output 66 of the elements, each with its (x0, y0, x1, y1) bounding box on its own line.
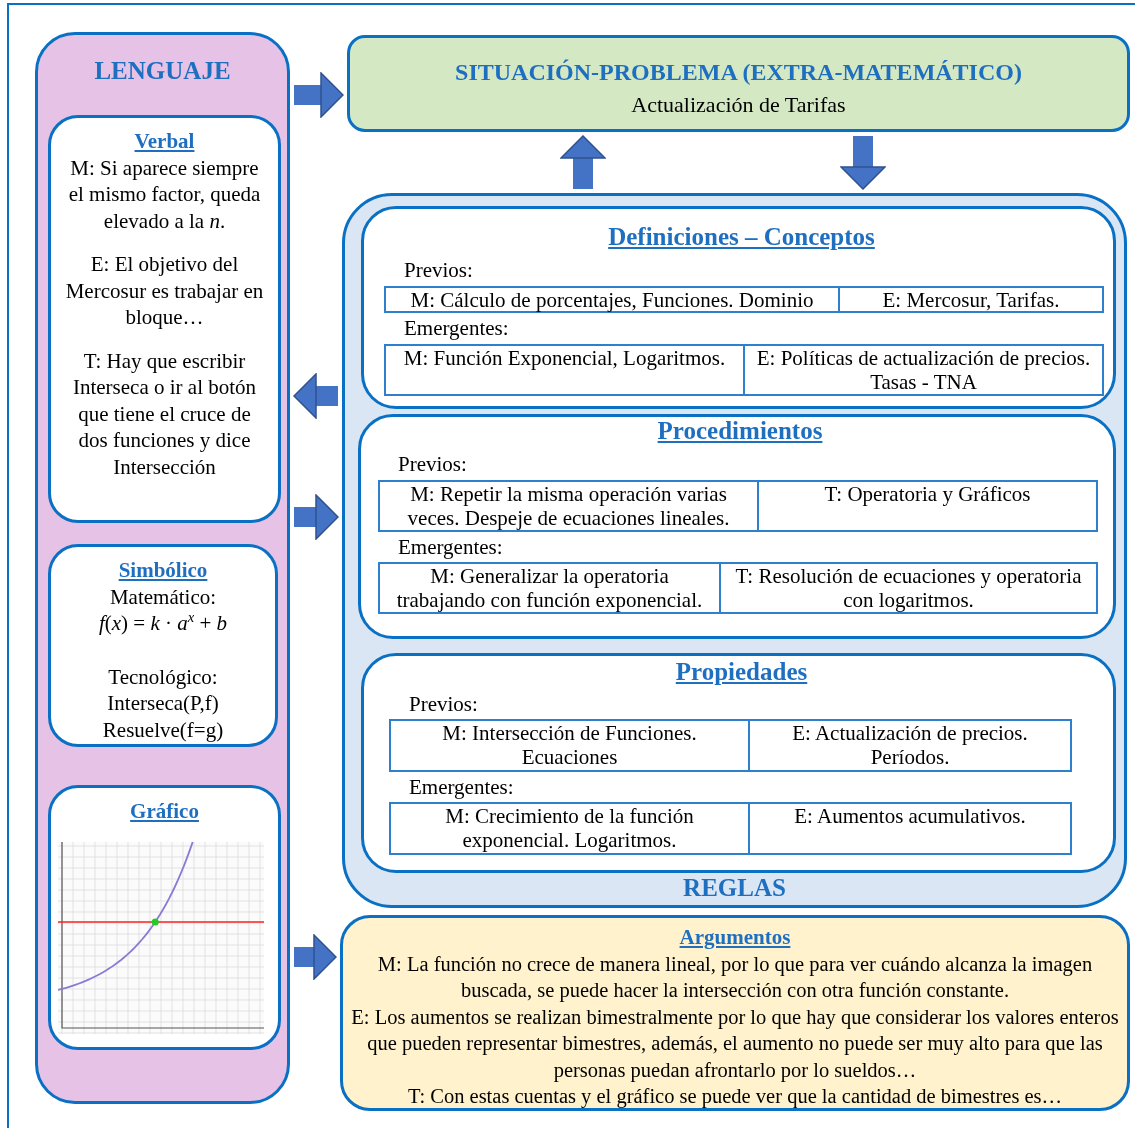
body-text: Tecnológico: (107, 663, 219, 690)
block-arrow (294, 934, 337, 980)
row-label: Previos: (398, 451, 467, 477)
row-label: Emergentes: (409, 774, 514, 800)
body-text: M: La función no crece de manera lineal, por lo que para ver cuándo alcanza la imagen buscada, se puede hacer la intersección con otra función constante. (376, 951, 1094, 1004)
problem-box (347, 35, 1130, 132)
rounded-card (358, 414, 1116, 639)
block-arrow (294, 494, 339, 540)
section-heading: Argumentos (679, 924, 791, 951)
table-cell (389, 802, 750, 855)
cell-text: M: Función Exponencial, Logaritmos. (402, 346, 727, 370)
body-text: E: Los aumentos se realizan bimestralmente por lo que hay que considerar los valores enteros que pueden representar bimestres, además, el aumento no puede ser muy alto para que las personas puedan afrontarlo por lo sueldos… (350, 1004, 1120, 1083)
box-subtitle: Actualización de Tarifas (630, 92, 847, 118)
table-cell (378, 480, 759, 532)
block-arrow (560, 135, 606, 189)
section-heading: Propiedades (674, 658, 809, 686)
block-arrow (840, 136, 886, 190)
body-text: Matemático: (108, 583, 218, 610)
rounded-card (48, 544, 278, 747)
table-cell (389, 719, 750, 772)
body-text: T: Con estas cuentas y el gráfico se puede ver que la cantidad de bimestres es… (406, 1084, 1064, 1110)
panel-heading: LENGUAJE (93, 57, 232, 85)
table-cell (748, 719, 1072, 772)
cell-text: M: Cálculo de porcentajes, Funciones. Dominio (409, 288, 815, 312)
body-text: T: Hay que escribir Interseca o ir al botón que tiene el cruce de dos funciones y dice Intersección (71, 347, 258, 480)
cell-text: E: Mercosur, Tarifas. (881, 288, 1061, 312)
body-text: E: El objetivo del Mercosur es trabajar en bloque… (65, 251, 264, 331)
cell-text: E: Políticas de actualización de precios. Tasas - TNA (755, 346, 1092, 394)
box-heading: SITUACIÓN-PROBLEMA (EXTRA-MATEMÁTICO) (454, 58, 1023, 86)
section-heading: Definiciones – Conceptos (607, 223, 876, 251)
block-arrow (294, 72, 344, 118)
rounded-card (361, 206, 1116, 409)
cell-text: T: Resolución de ecuaciones y operatoria con logaritmos. (734, 564, 1083, 612)
formula: f(x) = k · a$^{x}$ + b (97, 610, 229, 637)
rounded-card (48, 115, 281, 523)
body-text: M: Si aparece siempre el mismo factor, queda elevado a la n. (67, 154, 262, 234)
rounded-card (361, 653, 1116, 873)
block-arrow (293, 373, 338, 419)
cell-text: T: Operatoria y Gráficos (823, 482, 1032, 506)
table-cell (384, 286, 840, 313)
body-text: Resuelve(f=g) (101, 716, 225, 743)
row-label: Emergentes: (398, 534, 503, 560)
arguments-box (340, 915, 1130, 1111)
language-panel (35, 32, 290, 1104)
rules-panel (342, 193, 1127, 908)
rounded-card (48, 785, 281, 1050)
table-cell (757, 480, 1098, 532)
table-cell (838, 286, 1104, 313)
body-text: Interseca(P,f) (106, 690, 220, 717)
cell-text: E: Actualización de precios. Períodos. (791, 721, 1029, 769)
section-heading: Procedimientos (656, 417, 824, 445)
table-cell (384, 344, 745, 396)
cell-text: M: Crecimiento de la función exponencial. Logaritmos. (444, 804, 695, 852)
row-label: Previos: (404, 257, 473, 283)
section-heading: Simbólico (118, 557, 208, 584)
row-label: Emergentes: (404, 315, 509, 341)
cell-text: M: Intersección de Funciones. Ecuaciones (441, 721, 698, 769)
row-label: Previos: (409, 691, 478, 717)
table-cell (378, 562, 721, 614)
table-cell (748, 802, 1072, 855)
cell-text: E: Aumentos acumulativos. (793, 804, 1027, 828)
cell-text: M: Repetir la misma operación varias veces. Despeje de ecuaciones lineales. (406, 482, 731, 530)
cell-text: M: Generalizar la operatoria trabajando con función exponencial. (395, 564, 704, 612)
section-heading: Gráfico (130, 798, 199, 825)
section-heading: Verbal (134, 128, 195, 155)
panel-heading: REGLAS (682, 874, 787, 902)
